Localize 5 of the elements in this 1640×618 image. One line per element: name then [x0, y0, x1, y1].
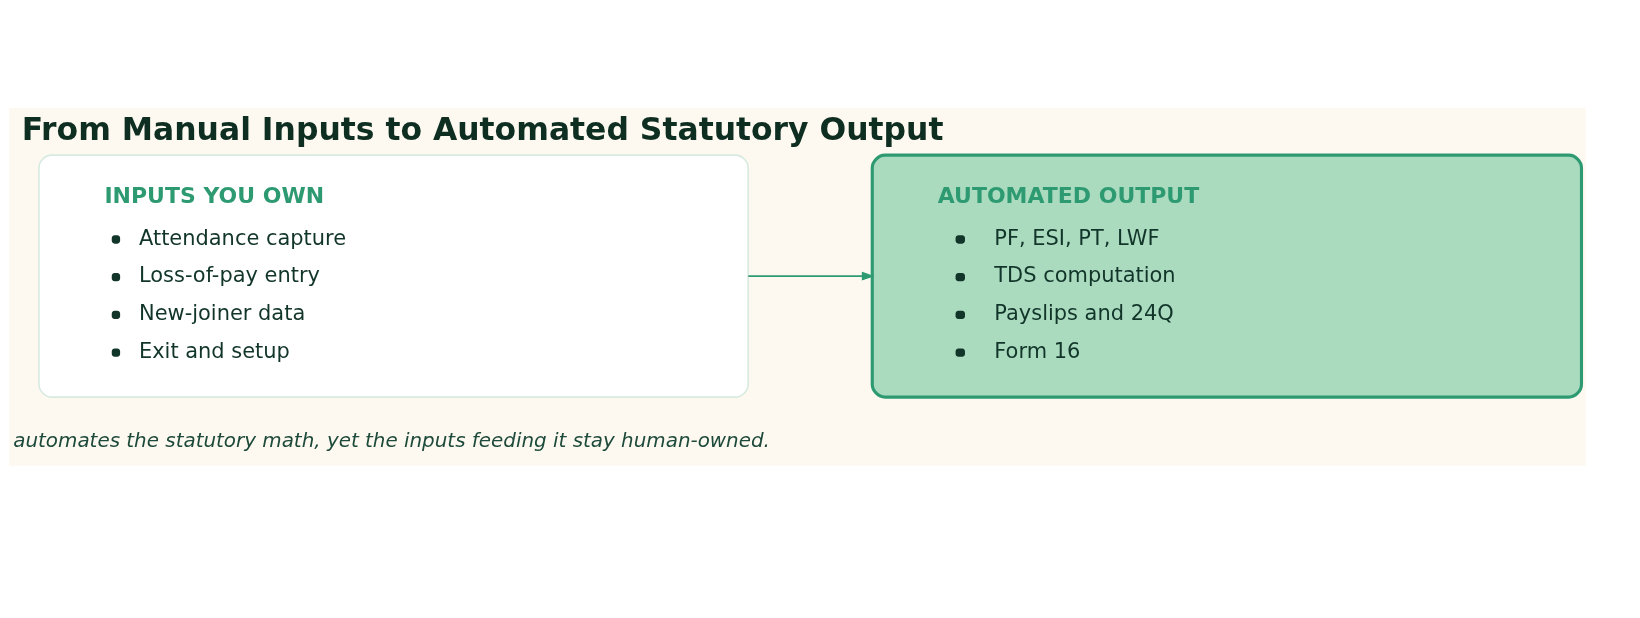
- node-box: INPUTS YOU OWN Attendance capture Loss-of-pay entry New-joiner data Exit and setup: [38, 153, 749, 398]
- diagram-title: From Manual Inputs to Automated Statutory Output: [21, 110, 944, 147]
- arrow: [747, 271, 875, 281]
- node-box: AUTOMATED OUTPUT PF, ESI, PT, LWF TDS computation Payslips and 24Q Form 16: [870, 153, 1584, 399]
- caption: automates the statutory math, yet the inputs feeding it stay human-owned.: [13, 428, 770, 452]
